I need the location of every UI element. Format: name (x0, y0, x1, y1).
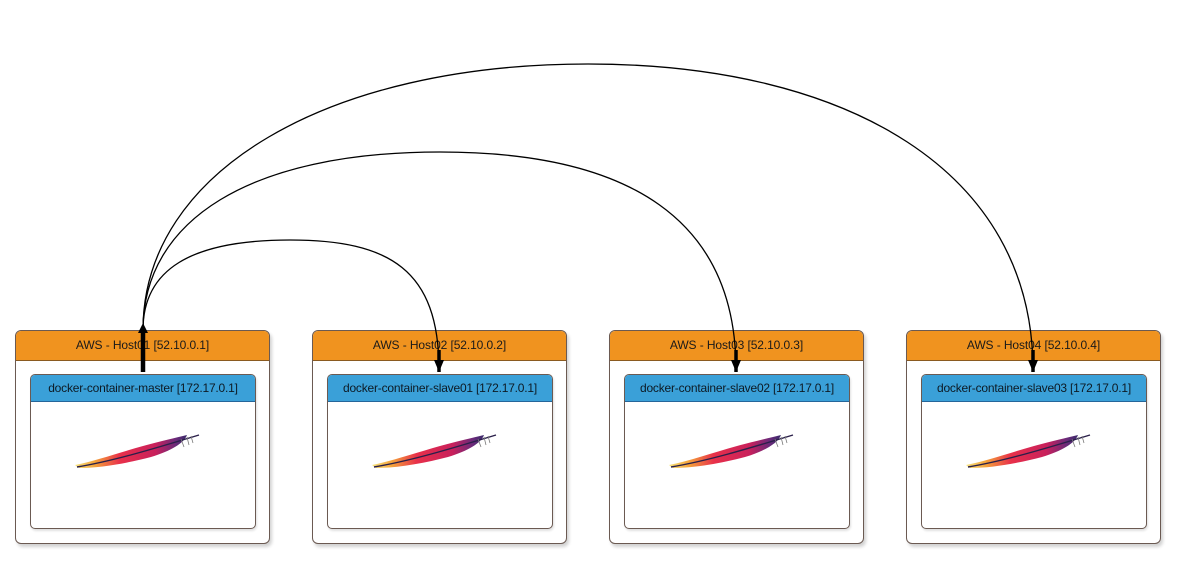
host-node-4[interactable]: AWS - Host04 [52.10.0.4] docker-containe… (906, 330, 1161, 544)
host-header-3: AWS - Host03 [52.10.0.3] (610, 331, 863, 361)
container-node-slave03[interactable]: docker-container-slave03 [172.17.0.1] (921, 374, 1147, 529)
container-node-slave02[interactable]: docker-container-slave02 [172.17.0.1] (624, 374, 850, 529)
edge-master-to-slave03 (142, 63, 1034, 371)
host-node-2[interactable]: AWS - Host02 [52.10.0.2] docker-containe… (312, 330, 567, 544)
host-header-2: AWS - Host02 [52.10.0.2] (313, 331, 566, 361)
container-node-slave01[interactable]: docker-container-slave01 [172.17.0.1] (327, 374, 553, 529)
apache-feather-icon (372, 434, 497, 468)
container-header-slave02: docker-container-slave02 [172.17.0.1] (625, 375, 849, 402)
container-header-slave01: docker-container-slave01 [172.17.0.1] (328, 375, 552, 402)
apache-feather-icon (75, 434, 200, 468)
apache-feather-icon (966, 434, 1091, 468)
host-node-3[interactable]: AWS - Host03 [52.10.0.3] docker-containe… (609, 330, 864, 544)
container-header-slave03: docker-container-slave03 [172.17.0.1] (922, 375, 1146, 402)
container-node-master[interactable]: docker-container-master [172.17.0.1] (30, 374, 256, 529)
host-header-1: AWS - Host01 [52.10.0.1] (16, 331, 269, 361)
host-node-1[interactable]: AWS - Host01 [52.10.0.1] docker-containe… (15, 330, 270, 544)
host-header-4: AWS - Host04 [52.10.0.4] (907, 331, 1160, 361)
apache-feather-icon (669, 434, 794, 468)
container-header-master: docker-container-master [172.17.0.1] (31, 375, 255, 402)
